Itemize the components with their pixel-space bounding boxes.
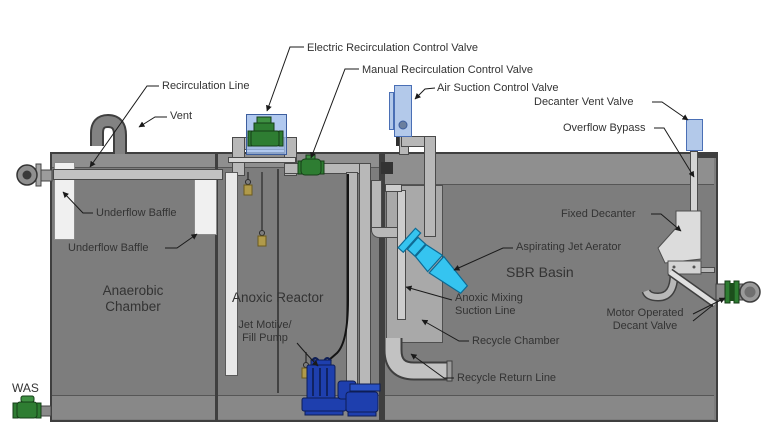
label-anaerobic-chamber: Anaerobic Chamber [102,283,164,315]
anoxic-drop-pipe [225,172,238,376]
recirc-inlet-fitting [16,163,53,187]
jet-motive-riser-pipe [346,172,358,389]
air-suction-riser-pipe [359,163,371,389]
label-sbr-basin: SBR Basin [506,264,574,280]
anoxic-sbr-divider-wall [379,152,385,420]
overflow-bypass-pipe [690,151,698,216]
was-valve [12,395,52,419]
label-electric-recirculation-control-valve: Electric Recirculation Control Valve [307,42,478,54]
label-overflow-bypass: Overflow Bypass [563,122,646,134]
anaerobic-anoxic-divider-wall [215,152,218,420]
decanter-vent-valve-body [686,119,703,151]
anoxic-mixing-suction-pipe [397,190,406,320]
label-fixed-decanter: Fixed Decanter [561,208,636,220]
wall-elbow-fitting [381,162,393,174]
label-air-suction-control-valve: Air Suction Control Valve [437,82,559,94]
label-anoxic-mixing-suction-line: Anoxic Mixing Suction Line [455,292,523,318]
electric-valve-enclosure [246,114,287,155]
recycle-feed-down-pipe [371,180,382,232]
decanter-support-arm [700,267,715,273]
label-recycle-return-line: Recycle Return Line [457,372,557,384]
label-recirculation-line: Recirculation Line [162,80,250,92]
label-jet-motive-fill-pump: Jet Motive/ Fill Pump [238,319,292,345]
label-recycle-chamber: Recycle Chamber [472,335,560,347]
recirc-bridge-left-elbow [232,137,245,176]
label-underflow-baffle-2: Underflow Baffle [68,242,149,254]
label-anoxic-reactor: Anoxic Reactor [232,290,324,305]
aerator-feed-pipe [424,136,436,237]
label-vent: Vent [170,110,193,122]
tank-top-right-notch [696,152,716,158]
label-motor-operated-decant-valve: Motor Operated Decant Valve [606,307,684,333]
label-aspirating-jet-aerator: Aspirating Jet Aerator [516,241,622,253]
label-was: WAS [12,381,39,395]
label-manual-recirculation-control-valve: Manual Recirculation Control Valve [362,64,533,76]
label-decanter-vent-valve: Decanter Vent Valve [534,96,634,108]
recirculation-line-pipe [53,169,223,180]
valve-support-plate [228,157,296,163]
vent-pipe [90,113,127,154]
air-suction-control-valve-panel [394,85,412,137]
label-underflow-baffle-1: Underflow Baffle [96,207,177,219]
motor-operated-decant-valve [715,280,761,304]
air-suction-panel-strip [389,92,394,130]
suction-pipe-top-stub [385,184,402,192]
